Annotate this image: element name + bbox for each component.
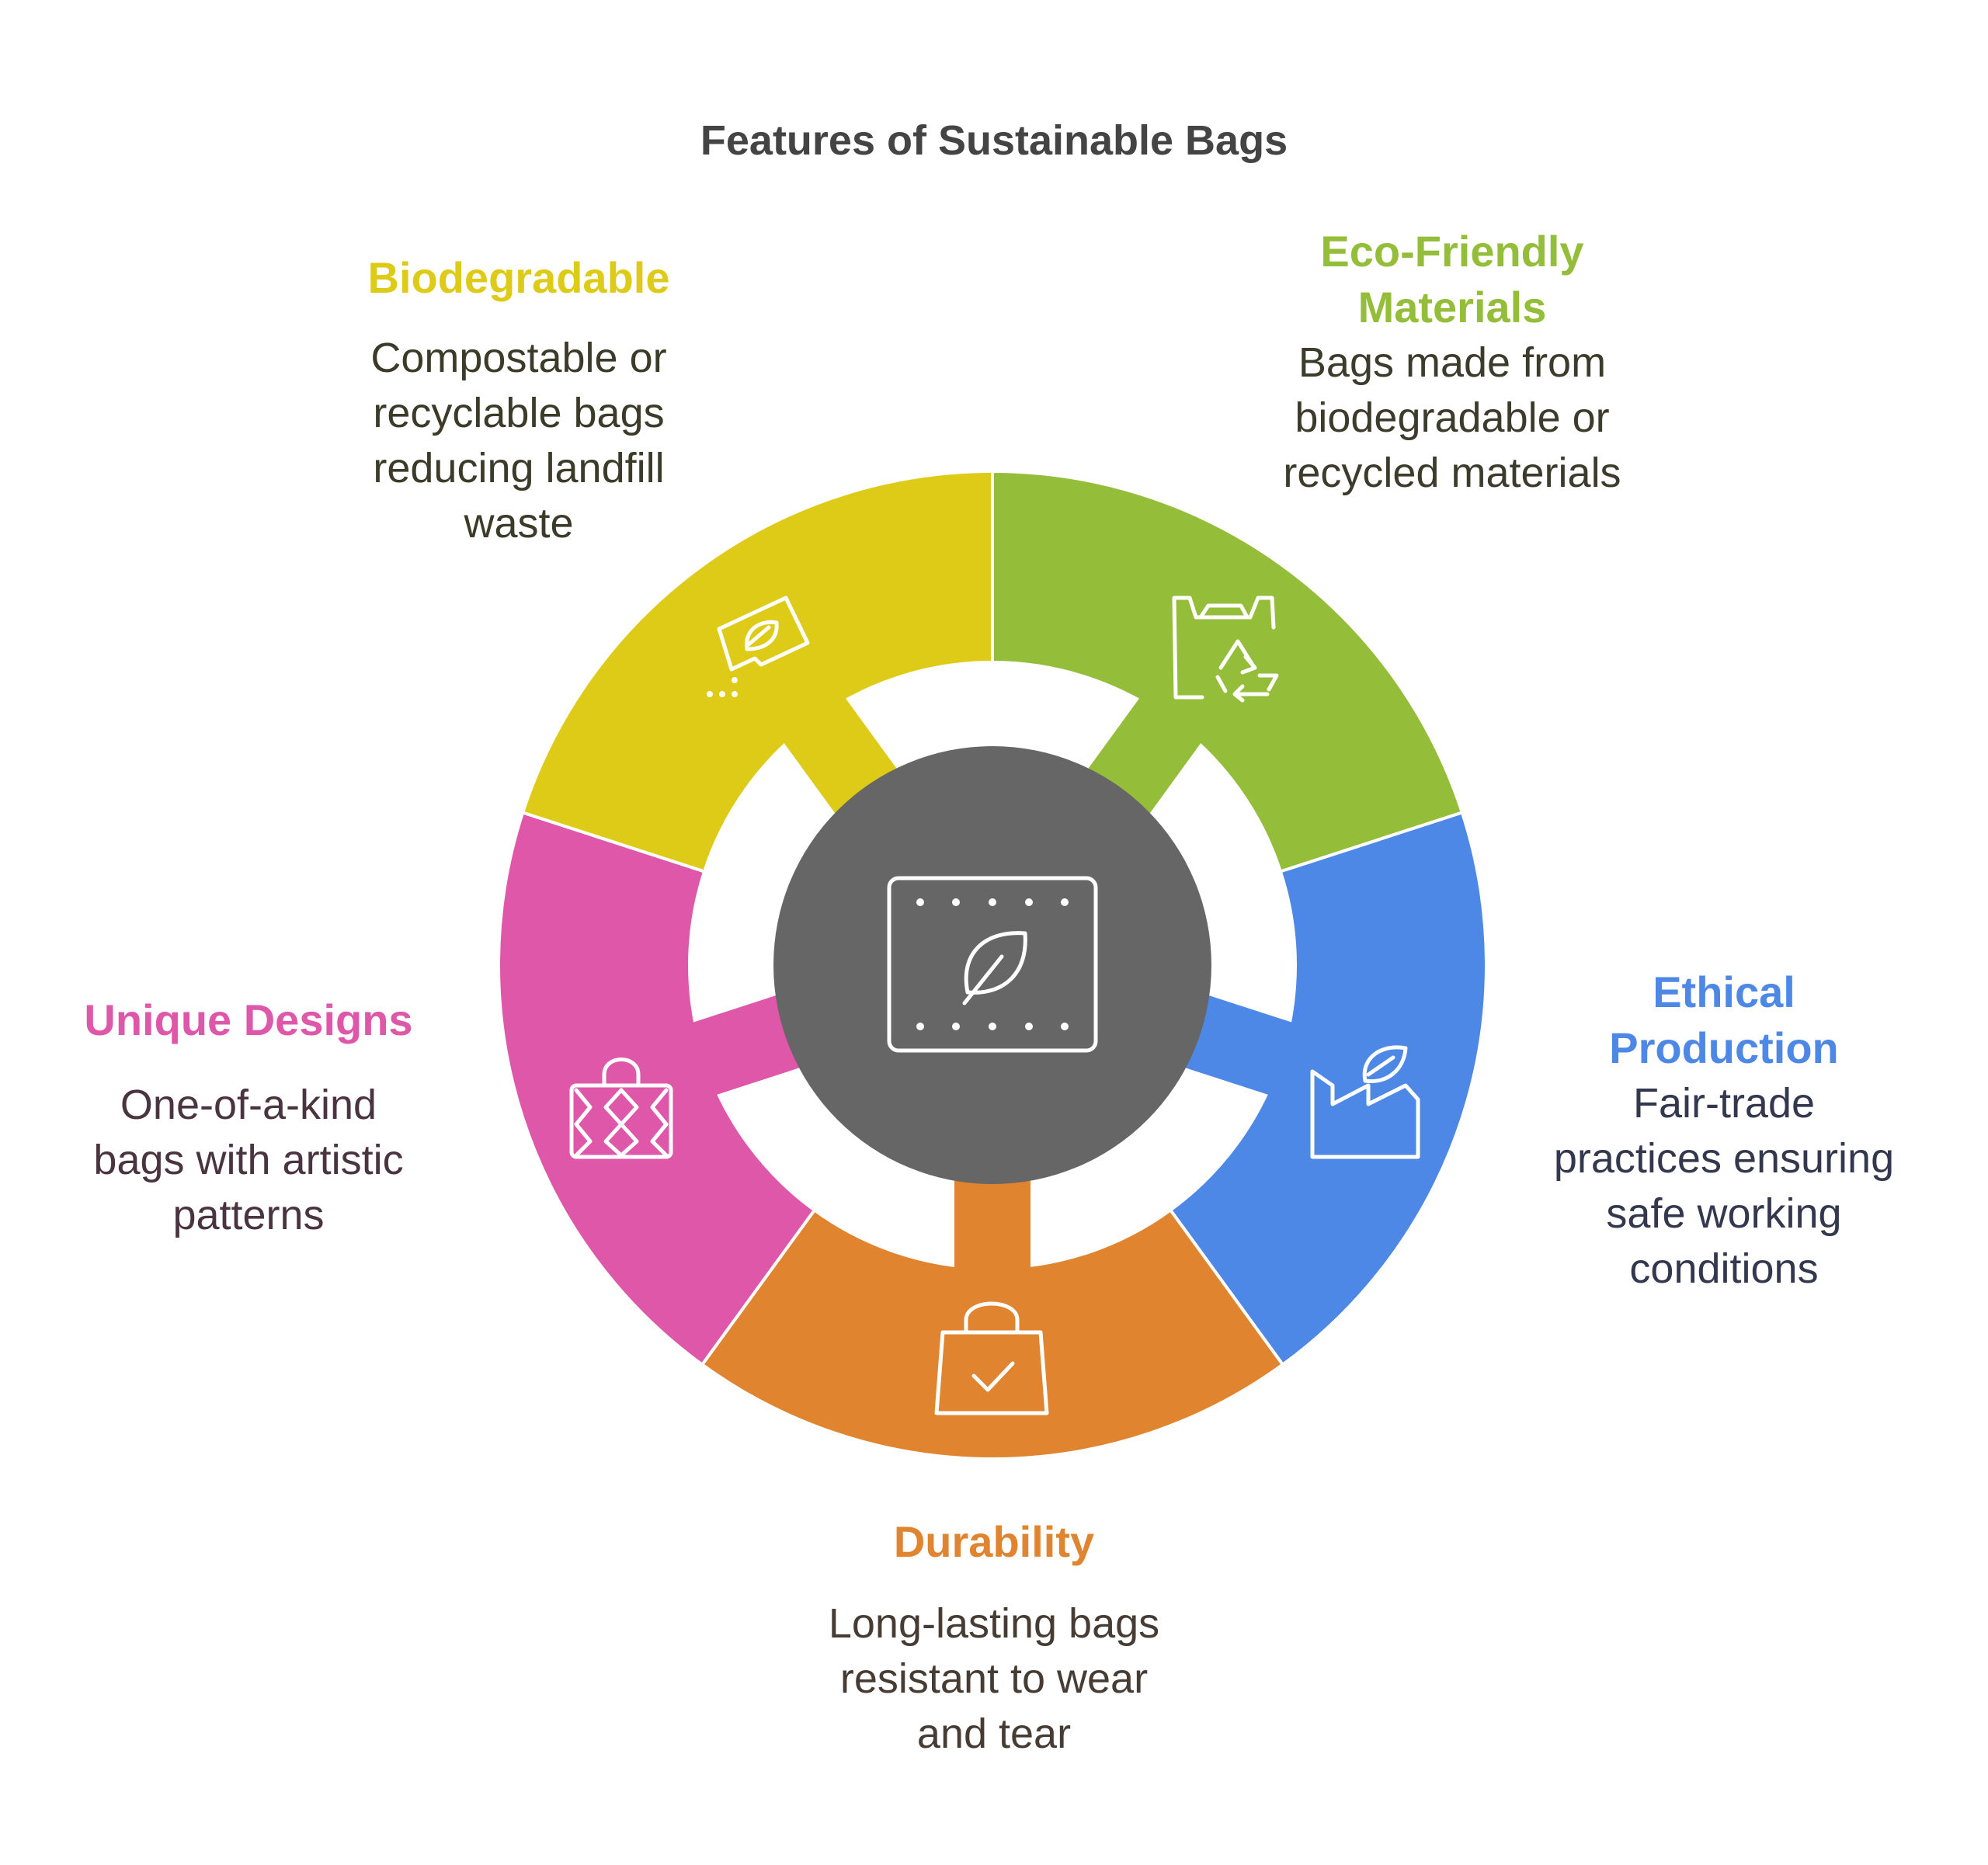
desc-eco-friendly: Bags made from biodegradable or recycled… (1283, 339, 1621, 496)
segment-durability (700, 1207, 1285, 1460)
connector-unique (688, 993, 805, 1096)
connector-ethical (1180, 993, 1297, 1096)
segment-biodegradable (520, 469, 994, 873)
compost-bag-icon (707, 596, 810, 697)
label-unique: Unique Designs One-of-a-kind bags with a… (47, 992, 450, 1243)
connector-biodegradable (780, 693, 900, 818)
heading-unique: Unique Designs (84, 995, 413, 1044)
segment-eco-friendly (991, 469, 1465, 873)
desc-ethical: Fair-trade practices ensuring safe worki… (1553, 1080, 1895, 1292)
leaf-mat-icon (887, 876, 1098, 1053)
bag-check-icon (934, 1301, 1049, 1415)
segment-ring (497, 469, 1488, 1460)
connector-eco-friendly (1085, 693, 1204, 818)
heading-durability: Durability (893, 1517, 1095, 1566)
desc-durability: Long-lasting bags resistant to wear and … (828, 1600, 1160, 1757)
label-ethical: Ethical Production Fair-trade practices … (1522, 964, 1926, 1297)
patterned-bag-icon (569, 1058, 673, 1159)
segment-ethical (1168, 810, 1488, 1367)
segment-icons (569, 596, 1420, 1415)
label-biodegradable: Biodegradable Compostable or recyclable … (317, 250, 721, 551)
heading-biodegradable: Biodegradable (367, 253, 670, 302)
bag-recycle-icon (1172, 596, 1279, 703)
heading-ethical: Ethical Production (1609, 967, 1839, 1072)
segment-unique (497, 810, 817, 1367)
factory-leaf-icon (1310, 1045, 1420, 1159)
label-eco-friendly: Eco-Friendly Materials Bags made from bi… (1250, 224, 1654, 501)
heading-eco-friendly: Eco-Friendly Materials (1320, 227, 1584, 332)
desc-unique: One-of-a-kind bags with artistic pattern… (93, 1082, 404, 1238)
label-durability: Durability Long-lasting bags resistant t… (777, 1514, 1211, 1762)
diagram-title: Features of Sustainable Bags (700, 117, 1288, 164)
segment-connectors (688, 693, 1297, 1273)
desc-biodegradable: Compostable or recyclable bags reducing … (370, 335, 667, 547)
